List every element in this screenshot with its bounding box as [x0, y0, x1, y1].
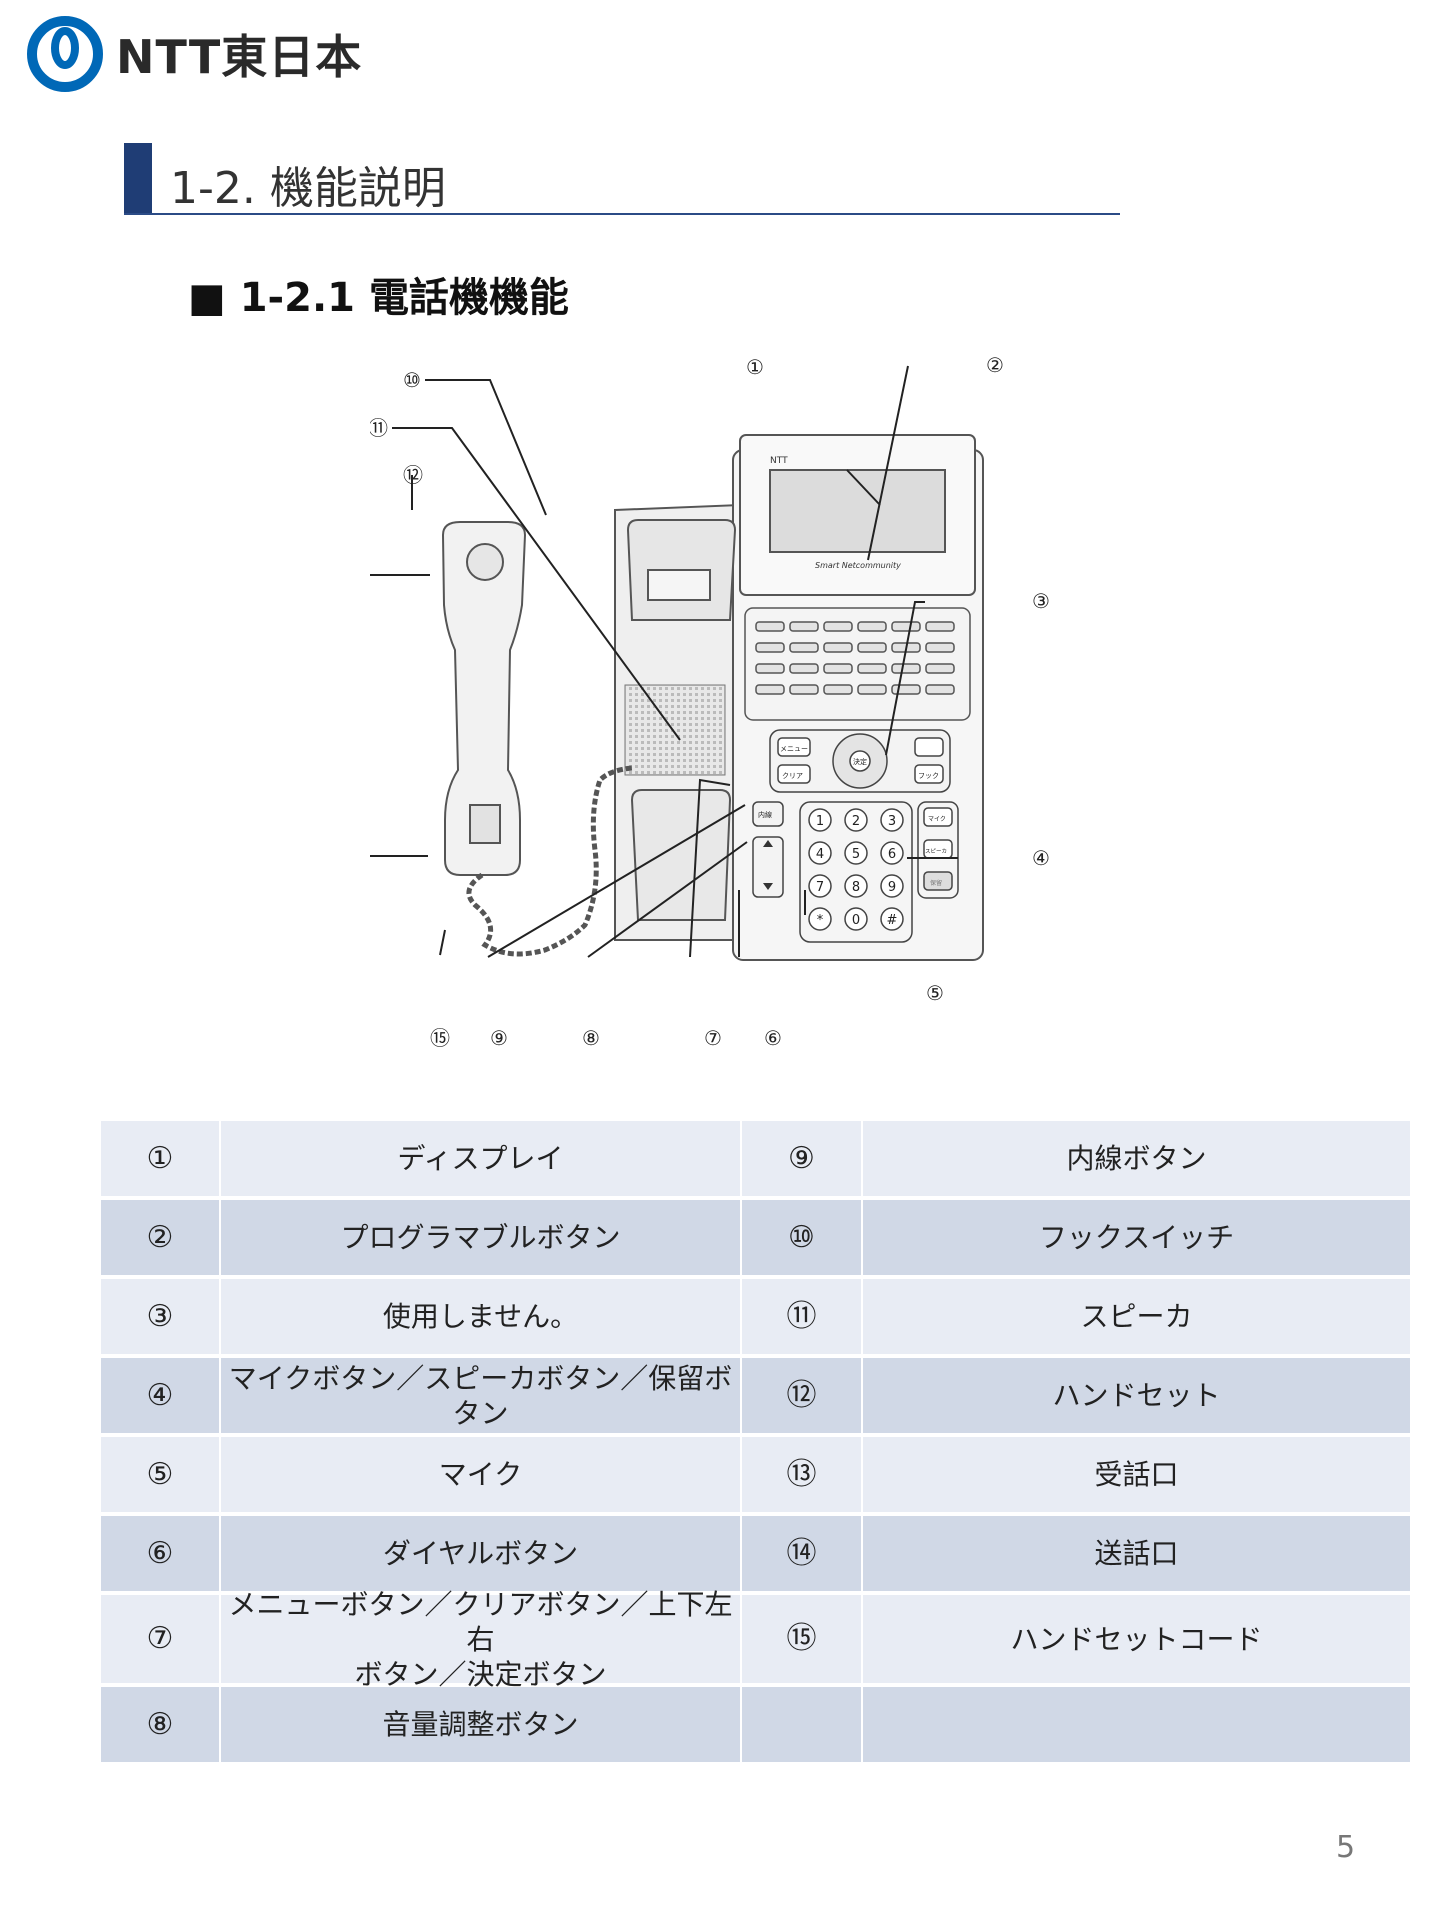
key-hash: # — [887, 913, 898, 928]
section-accent-bar — [124, 143, 152, 214]
row-number-left: ⑦ — [101, 1595, 219, 1683]
page-number: 5 — [1336, 1830, 1356, 1865]
row-label-left: メニューボタン／クリアボタン／上下左右 ボタン／決定ボタン — [221, 1588, 740, 1691]
row-number-right: ⑨ — [742, 1121, 861, 1196]
logo-text: NTT東日本 — [116, 30, 363, 84]
key-9: 9 — [888, 880, 896, 895]
enter-button-label: 決定 — [853, 757, 867, 766]
key-6: 6 — [888, 847, 896, 862]
row-label-right — [863, 1687, 1410, 1762]
handset-cord — [466, 765, 633, 957]
menu-button-label: メニュー — [780, 745, 808, 753]
key-5: 5 — [852, 847, 860, 862]
subsection-title: ■ 1-2.1 電話機機能 — [188, 275, 569, 321]
callout-5: ⑤ — [926, 981, 944, 1005]
row-label-left: プログラマブルボタン — [221, 1200, 740, 1275]
speaker-button-label: スピーカ — [925, 848, 947, 855]
callout-2: ② — [986, 353, 1004, 377]
row-label-right: 内線ボタン — [863, 1121, 1410, 1196]
panel-label: Smart Netcommunity — [815, 561, 901, 570]
row-number-right: ⑭ — [742, 1516, 861, 1591]
callout-6: ⑥ — [764, 1026, 782, 1050]
callout-8: ⑧ — [582, 1026, 600, 1050]
row-label-left: 音量調整ボタン — [221, 1687, 740, 1762]
row-label-left: ディスプレイ — [221, 1121, 740, 1196]
phone-brand: NTT — [770, 456, 788, 466]
callout-7: ⑦ — [704, 1026, 722, 1050]
dial-keypad: 1 2 3 4 5 6 7 8 9 * 0 # — [799, 801, 913, 943]
row-number-left: ④ — [101, 1358, 219, 1433]
telephone-diagram: NTT Smart Netcommunity メニュー クリア 決定 — [370, 353, 1050, 1050]
handset — [441, 521, 527, 876]
programmable-buttons — [744, 607, 971, 721]
row-number-right: ⑮ — [742, 1595, 861, 1683]
leader-lines — [370, 365, 958, 958]
key-2: 2 — [852, 814, 860, 829]
row-label-right: 送話口 — [863, 1516, 1410, 1591]
row-number-right: ⑩ — [742, 1200, 861, 1275]
row-label-right: ハンドセットコード — [863, 1595, 1410, 1683]
speaker-grille — [624, 684, 726, 776]
ntt-logo-icon — [27, 16, 103, 92]
row-number-left: ⑥ — [101, 1516, 219, 1591]
hook-button-label: フック — [918, 772, 939, 780]
row-label-left: マイク — [221, 1437, 740, 1512]
hold-button-label: 保留 — [930, 879, 942, 887]
hook-cradle — [626, 519, 737, 621]
section-underline — [124, 213, 1120, 215]
row-label-right: 受話口 — [863, 1437, 1410, 1512]
row-number-right — [742, 1687, 861, 1762]
callout-labels: ⑩ ⑪ ⑫ ⑬ ⑭ ⑮ ⑨ ⑧ ⑦ ⑥ ⑤ ④ ③ ② ① — [370, 353, 1050, 1050]
navigation-cluster: メニュー クリア 決定 フック — [769, 729, 951, 793]
key-3: 3 — [888, 814, 896, 829]
callout-11: ⑪ — [370, 416, 388, 440]
ntt-logo: NTT東日本 — [26, 14, 362, 94]
key-0: 0 — [852, 913, 860, 928]
row-number-left: ⑤ — [101, 1437, 219, 1512]
key-7: 7 — [816, 880, 824, 895]
callout-1: ① — [746, 355, 764, 379]
callout-10: ⑩ — [403, 368, 421, 392]
key-star: * — [817, 913, 824, 928]
key-8: 8 — [852, 880, 860, 895]
mic-speaker-hold-buttons: マイク スピーカ 保留 — [917, 801, 959, 899]
clear-button-label: クリア — [782, 772, 803, 780]
row-number-right: ⑫ — [742, 1358, 861, 1433]
callout-15: ⑮ — [430, 1026, 450, 1050]
key-1: 1 — [816, 814, 824, 829]
naisen-button-label: 内線 — [758, 810, 772, 819]
row-label-left: マイクボタン／スピーカボタン／保留ボタン — [221, 1358, 740, 1433]
row-label-left: ダイヤルボタン — [221, 1516, 740, 1591]
key-4: 4 — [816, 847, 824, 862]
row-number-left: ③ — [101, 1279, 219, 1354]
callout-12: ⑫ — [403, 463, 423, 487]
mic-button-label: マイク — [928, 816, 946, 823]
callout-3: ③ — [1032, 589, 1050, 613]
row-number-left: ② — [101, 1200, 219, 1275]
callout-9: ⑨ — [490, 1026, 508, 1050]
display-panel: NTT Smart Netcommunity — [739, 434, 976, 596]
row-label-right: スピーカ — [863, 1279, 1410, 1354]
intercom-volume-buttons: 内線 — [752, 801, 784, 898]
row-label-right: ハンドセット — [863, 1358, 1410, 1433]
row-number-left: ⑧ — [101, 1687, 219, 1762]
row-number-right: ⑪ — [742, 1279, 861, 1354]
row-number-right: ⑬ — [742, 1437, 861, 1512]
row-number-left: ① — [101, 1121, 219, 1196]
lower-cradle — [630, 789, 732, 921]
callout-4: ④ — [1032, 846, 1050, 870]
row-label-left: 使用しません。 — [221, 1279, 740, 1354]
section-title: 1-2. 機能説明 — [170, 163, 446, 214]
row-label-right: フックスイッチ — [863, 1200, 1410, 1275]
